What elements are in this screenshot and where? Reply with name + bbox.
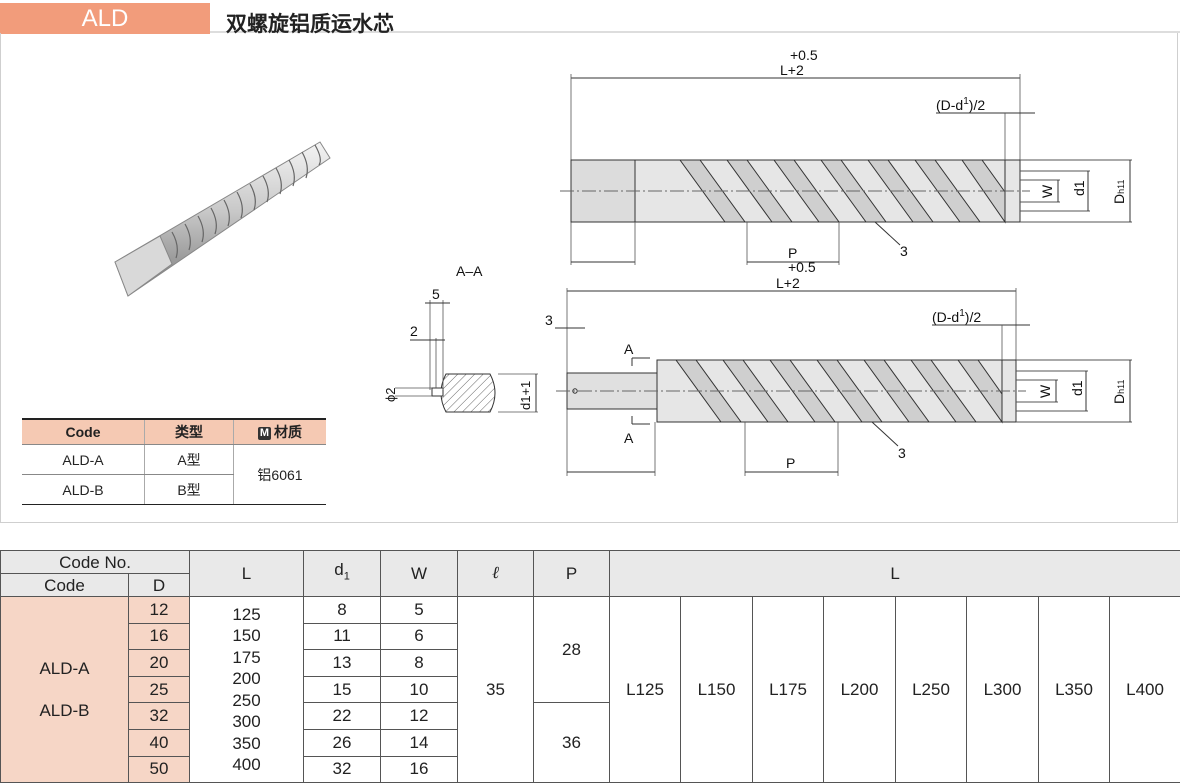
- svg-text:L+2: L+2: [780, 62, 804, 78]
- d-cell: 32: [127, 702, 191, 730]
- svg-text:d1: d1: [1069, 380, 1085, 396]
- header-l: L: [189, 550, 305, 597]
- l-option-cell: L125: [609, 595, 682, 783]
- w-cell: 5: [380, 596, 459, 624]
- drawing-type-a: +0.5 L+2 W d1 Dh11 (D-d1)/2 P: [560, 47, 1132, 265]
- w-cell: 16: [380, 755, 459, 783]
- header-d: D: [127, 573, 191, 597]
- d-cell: 12: [127, 596, 191, 624]
- svg-text:ϕ2: ϕ2: [383, 387, 398, 402]
- d1-cell: 8: [303, 596, 382, 624]
- svg-text:5: 5: [432, 286, 440, 302]
- spec-table: Code No. L d1 W ℓ P L Code D ALD-A ALD-B…: [0, 550, 1180, 783]
- p-cell: 28: [533, 595, 611, 704]
- ell-cell: 35: [457, 595, 535, 783]
- svg-text:P: P: [786, 455, 795, 471]
- type-cell: B型: [144, 474, 234, 505]
- svg-text:A–A: A–A: [456, 263, 483, 279]
- code-cell: ALD-B: [22, 474, 145, 505]
- p-cell: 36: [533, 702, 611, 783]
- svg-text:L+2: L+2: [776, 275, 800, 291]
- material-icon: M: [258, 427, 271, 440]
- material-cell: 铝6061: [233, 444, 326, 505]
- svg-text:(D-d1)/2: (D-d1)/2: [932, 308, 981, 325]
- drawing-type-b: +0.5 L+2 3 A A W d1 Dh11: [545, 259, 1132, 476]
- w-cell: 8: [380, 649, 459, 677]
- header-ell: ℓ: [457, 550, 535, 597]
- l-option-cell: L400: [1109, 595, 1180, 783]
- header-l-selection: L: [609, 550, 1180, 597]
- l-option-cell: L200: [823, 595, 897, 783]
- svg-text:A: A: [624, 430, 634, 446]
- d1-cell: 26: [303, 728, 382, 757]
- svg-text:d1: d1: [1071, 180, 1087, 196]
- header-d1: d1: [303, 550, 382, 597]
- svg-text:3: 3: [545, 312, 553, 328]
- svg-text:Dh11: Dh11: [1111, 180, 1127, 204]
- svg-text:W: W: [1039, 184, 1055, 198]
- header-code: Code: [0, 573, 129, 597]
- d1-cell: 22: [303, 702, 382, 730]
- l-option-cell: L250: [895, 595, 968, 783]
- svg-text:A: A: [624, 341, 634, 357]
- code-cell: ALD-A ALD-B: [0, 595, 129, 783]
- svg-text:Dh11: Dh11: [1111, 380, 1127, 404]
- d-cell: 40: [127, 728, 191, 757]
- section-view: A–A 5 2 ϕ2 d1+1: [383, 263, 538, 413]
- type-cell: A型: [144, 444, 234, 475]
- technical-drawing: +0.5 L+2 W d1 Dh11 (D-d1)/2 P: [114, 47, 1132, 476]
- d-cell: 16: [127, 622, 191, 651]
- svg-text:+0.5: +0.5: [790, 47, 818, 63]
- l-option-cell: L300: [966, 595, 1040, 783]
- header-code: Code: [22, 418, 145, 445]
- code-cell: ALD-A: [22, 444, 145, 475]
- d-cell: 50: [127, 755, 191, 783]
- series-badge: ALD: [0, 3, 210, 34]
- svg-text:3: 3: [900, 243, 908, 259]
- d1-cell: 32: [303, 755, 382, 783]
- header-rule: [210, 31, 1180, 33]
- d1-cell: 15: [303, 675, 382, 704]
- w-cell: 14: [380, 728, 459, 757]
- d1-cell: 11: [303, 622, 382, 651]
- d-cell: 25: [127, 675, 191, 704]
- svg-text:+0.5: +0.5: [788, 259, 816, 275]
- header-type: 类型: [144, 418, 234, 445]
- l-option-cell: L150: [680, 595, 754, 783]
- header-p: P: [533, 550, 611, 597]
- svg-text:(D-d1)/2: (D-d1)/2: [936, 96, 985, 113]
- d-cell: 20: [127, 649, 191, 677]
- w-cell: 12: [380, 702, 459, 730]
- svg-text:d1+1: d1+1: [518, 381, 533, 410]
- drawing-frame: [0, 33, 1178, 523]
- page-title: 双螺旋铝质运水芯: [226, 13, 394, 36]
- svg-text:3: 3: [898, 445, 906, 461]
- svg-text:W: W: [1037, 384, 1053, 398]
- svg-text:2: 2: [410, 323, 418, 339]
- l-option-cell: L175: [752, 595, 825, 783]
- header-w: W: [380, 550, 459, 597]
- w-cell: 6: [380, 622, 459, 651]
- header-code-no: Code No.: [0, 550, 191, 574]
- svg-text:P: P: [788, 245, 797, 261]
- l-option-cell: L350: [1038, 595, 1111, 783]
- d1-cell: 13: [303, 649, 382, 677]
- w-cell: 10: [380, 675, 459, 704]
- product-photo: [114, 141, 331, 297]
